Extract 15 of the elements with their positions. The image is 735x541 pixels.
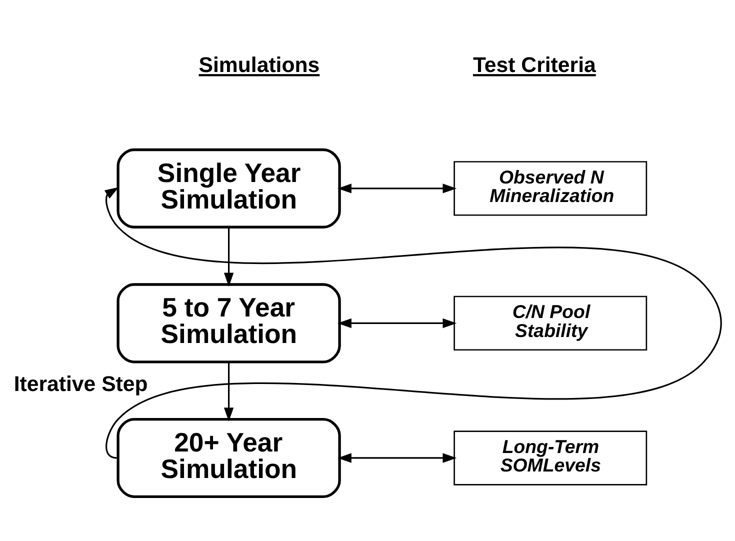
node-box: C/N Pool Stability (454, 296, 648, 351)
label: Simulations (198, 53, 320, 78)
node-box: 20+ Year Simulation (116, 418, 341, 498)
label: Test Criteria (472, 53, 596, 78)
edge-label: Iterative Step (14, 372, 148, 396)
arrow (338, 318, 457, 328)
arrow (224, 362, 234, 422)
node-box: 5 to 7 Year Simulation (116, 283, 341, 364)
arrow (338, 453, 457, 463)
arrow (104, 187, 722, 459)
node-box: Long-Term SOMLevels (454, 430, 648, 486)
arrow (224, 227, 234, 287)
arrow (338, 184, 457, 194)
node-box: Observed N Mineralization (454, 161, 648, 216)
node-box: Single Year Simulation (116, 148, 341, 228)
